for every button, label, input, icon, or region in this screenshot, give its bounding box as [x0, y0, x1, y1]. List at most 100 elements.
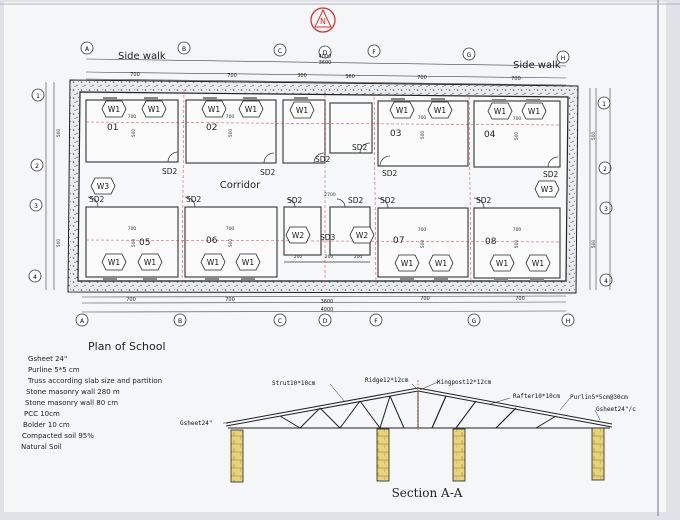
column-brick [452, 428, 466, 482]
legend-item: Stone masonry wall 80 cm [25, 399, 118, 407]
door-label-sd2: SD2 [315, 155, 331, 164]
room-dimensions: 700 700 700 700 700 700 700 700 200 200 … [56, 114, 597, 260]
svg-text:H: H [566, 318, 571, 325]
svg-text:W1: W1 [245, 105, 257, 114]
window-w1-icon: W1 [487, 102, 513, 120]
svg-text:W1: W1 [144, 258, 156, 267]
svg-text:4: 4 [604, 278, 608, 285]
label-rafter: Rafter10*10cm [513, 393, 560, 400]
room-number: 05 [139, 238, 150, 248]
svg-text:H: H [561, 55, 566, 62]
window-w1-icon: W1 [521, 102, 547, 120]
grid-bubble-h-top: H [556, 50, 570, 64]
label-gsheet-right: Gsheet24"/c [596, 406, 636, 413]
svg-text:A: A [80, 318, 85, 325]
svg-text:W1: W1 [532, 259, 544, 268]
side-walk-label-left: Side walk [118, 51, 166, 62]
svg-text:W1: W1 [496, 259, 508, 268]
svg-text:W1: W1 [494, 107, 506, 116]
window-w2-icon: W2 [349, 226, 375, 244]
svg-text:W1: W1 [148, 105, 160, 114]
label-purlin: Purlin5*5cm@30cm [570, 394, 628, 401]
svg-text:500: 500 [228, 129, 234, 138]
svg-text:W1: W1 [435, 259, 447, 268]
svg-text:C: C [278, 48, 282, 55]
window-w1-icon: W1 [238, 100, 264, 118]
section-leaders [223, 380, 601, 424]
window-w2-icon: W2 [285, 226, 311, 244]
room-number: 03 [390, 129, 401, 139]
row-bubble-3-right: 3 [599, 201, 613, 215]
svg-text:1: 1 [36, 93, 40, 100]
svg-text:3: 3 [34, 203, 38, 210]
svg-text:D: D [323, 318, 328, 325]
door-label-sd2: SD2 [186, 195, 202, 204]
window-w1-icon: W1 [394, 254, 420, 272]
svg-text:700: 700 [418, 115, 427, 121]
window-w1-icon: W1 [525, 254, 551, 272]
svg-text:D: D [323, 50, 328, 57]
grid-bubble-a-bottom: A [75, 313, 89, 327]
svg-text:500: 500 [591, 240, 597, 249]
room-06 [184, 206, 278, 278]
window-w1-icon: W1 [201, 100, 227, 118]
svg-text:W3: W3 [97, 182, 109, 191]
label-ridge: Ridge12*12cm [365, 377, 409, 384]
svg-text:4000: 4000 [321, 307, 334, 313]
window-w1-icon: W1 [101, 253, 127, 271]
svg-text:W1: W1 [108, 258, 120, 267]
window-w1-icon: W1 [137, 253, 163, 271]
section-title: Section A-A [392, 486, 463, 500]
dimensions-top [85, 58, 567, 86]
window-w1-icon: W1 [428, 254, 454, 272]
svg-text:700: 700 [511, 76, 521, 82]
svg-text:G: G [472, 318, 477, 325]
svg-text:500: 500 [420, 131, 426, 140]
grid-bubble-b-bottom: B [173, 313, 187, 327]
room-numbers: 01 02 03 04 05 06 07 08 [107, 123, 497, 248]
legend-item: Bolder 10 cm [23, 421, 70, 429]
grid-bubble-h-bottom: H [561, 313, 575, 327]
svg-text:500: 500 [56, 129, 62, 138]
legend-item: Purline 5*5 cm [28, 366, 80, 374]
svg-text:W1: W1 [434, 106, 446, 115]
window-w1-icon: W1 [389, 101, 415, 119]
legend-item: PCC 10cm [24, 410, 60, 418]
svg-text:W2: W2 [356, 231, 368, 240]
svg-text:2: 2 [35, 163, 39, 170]
door-label-sd2: SD2 [89, 195, 105, 204]
door-label-sd2: SD2 [382, 169, 398, 178]
row-bubble-1-right: 1 [597, 96, 611, 110]
window-w3-icon: W3 [534, 180, 560, 198]
room-05 [85, 206, 179, 278]
room-number: 01 [107, 123, 118, 133]
room-number: 07 [393, 236, 404, 246]
door-label-sd2: SD2 [162, 167, 178, 176]
svg-text:500: 500 [131, 129, 137, 138]
column-brick [230, 429, 244, 483]
row-bubble-2-right: 2 [598, 161, 612, 175]
svg-text:700: 700 [226, 114, 235, 120]
svg-text:3600: 3600 [319, 60, 332, 66]
grid-bubble-c-top: C [273, 43, 287, 57]
window-w1-icon: W1 [200, 253, 226, 271]
window-sills [103, 97, 544, 281]
svg-text:2: 2 [603, 166, 607, 173]
side-walk-label-right: Side walk [513, 60, 561, 71]
legend-item: Stone masonry wall 280 m [26, 388, 120, 396]
column-brick [376, 428, 390, 482]
grid-bubble-g-top: G [462, 47, 476, 61]
svg-text:G: G [467, 52, 472, 59]
svg-text:700: 700 [126, 297, 136, 303]
plan-title: Plan of School [88, 340, 166, 353]
svg-text:700: 700 [513, 227, 522, 233]
svg-text:500: 500 [228, 239, 234, 248]
svg-text:300: 300 [297, 73, 307, 79]
door-label-sd2: SD2 [348, 196, 364, 205]
row-bubble-1-left: 1 [31, 88, 45, 102]
door-label-sd2: SD2 [260, 168, 276, 177]
dimensions-bottom [81, 295, 567, 313]
svg-text:W1: W1 [108, 105, 120, 114]
room-number: 08 [485, 237, 497, 247]
